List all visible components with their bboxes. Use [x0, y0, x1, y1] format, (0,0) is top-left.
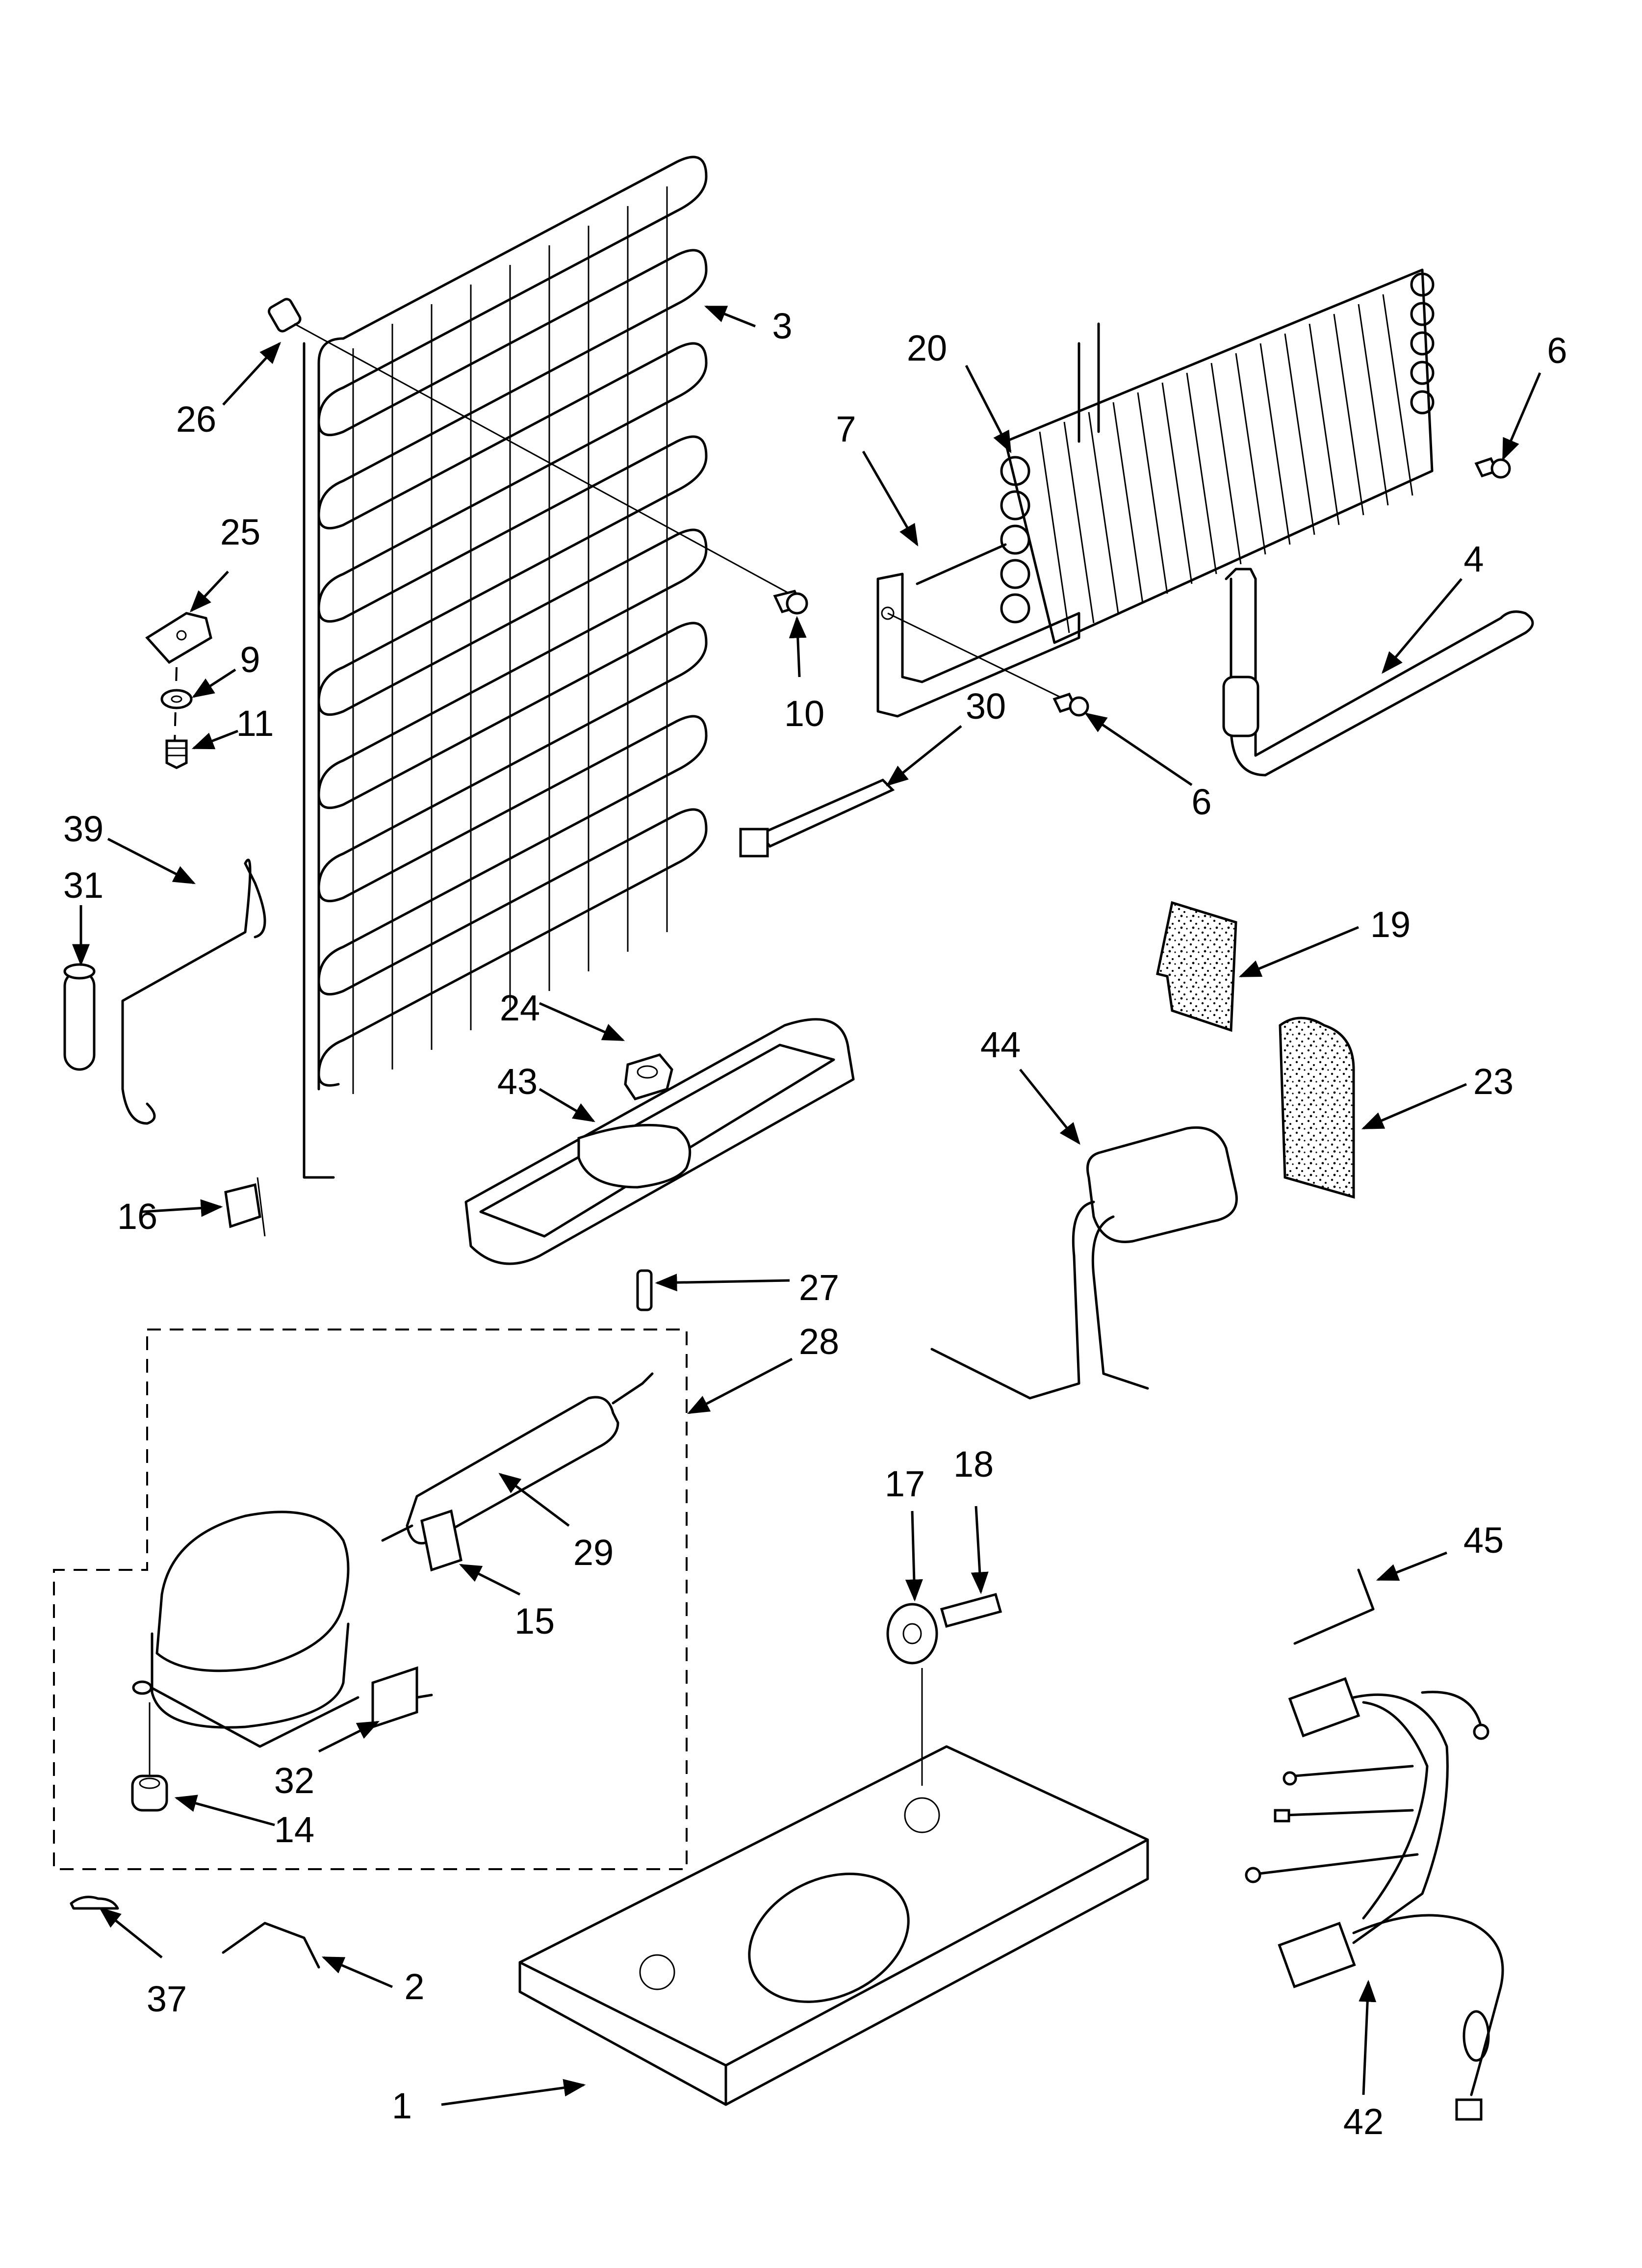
- roller-17: [886, 1603, 938, 1786]
- callout-17: 17: [885, 1463, 925, 1504]
- callout-39: 39: [63, 808, 103, 849]
- callout-7: 7: [836, 409, 856, 449]
- callout-23: 23: [1473, 1061, 1514, 1102]
- leaders: [72, 305, 1541, 2106]
- tube-44: [930, 1126, 1238, 1400]
- pin-27: [636, 1269, 653, 1311]
- callout-25: 25: [220, 512, 260, 552]
- callout-30: 30: [966, 686, 1006, 727]
- callout-19: 19: [1370, 904, 1411, 945]
- callout-24: 24: [500, 988, 540, 1028]
- callout-labels: 1 2 3 4 6 6 7 9 10 11 14 15 16 17 18 19 …: [63, 306, 1567, 2142]
- screw-6-right: [1474, 457, 1511, 479]
- bracket-7: [876, 543, 1080, 718]
- callout-6-lower: 6: [1191, 782, 1211, 822]
- callout-3: 3: [772, 306, 792, 346]
- callout-6-upper: 6: [1547, 330, 1567, 371]
- condenser-coil: [303, 156, 708, 1179]
- screw-10: [773, 590, 808, 615]
- drain-pan-43: [464, 1018, 855, 1265]
- axle-18: [940, 1592, 1002, 1628]
- callout-28: 28: [799, 1321, 839, 1362]
- callout-27: 27: [799, 1267, 839, 1308]
- washer-9: [160, 689, 193, 709]
- screw-6-lower: [887, 612, 1089, 717]
- grommet-26: [268, 298, 790, 595]
- nut-24: [624, 1053, 673, 1100]
- wire-harness-42: [1245, 1677, 1504, 2121]
- callout-20: 20: [907, 328, 947, 368]
- drier-29: [381, 1372, 654, 1545]
- callout-31: 31: [63, 865, 103, 906]
- evaporator-20: [1000, 268, 1435, 644]
- compressor-kit-outline: [53, 1329, 688, 1870]
- tube-31: [63, 963, 96, 1071]
- callout-44: 44: [980, 1024, 1021, 1065]
- callout-9: 9: [240, 639, 260, 680]
- callout-11: 11: [236, 703, 274, 744]
- callout-26: 26: [176, 399, 216, 440]
- relay-15: [420, 1509, 462, 1572]
- capacitor-32: [371, 1666, 433, 1729]
- foam-23: [1279, 1017, 1355, 1199]
- callout-1: 1: [392, 2086, 412, 2126]
- heater-4: [1222, 568, 1534, 777]
- clip-16: [224, 1177, 266, 1237]
- callout-14: 14: [274, 1809, 314, 1850]
- grommet-14: [131, 1702, 168, 1812]
- compressor: [132, 1511, 359, 1748]
- cable-tie-30: [739, 779, 895, 858]
- callout-2: 2: [404, 1966, 424, 2007]
- wire-2: [222, 1922, 320, 1969]
- callout-16: 16: [117, 1196, 157, 1237]
- screw-11: [165, 739, 188, 769]
- callout-45: 45: [1463, 1520, 1504, 1561]
- wire-39: [121, 859, 266, 1125]
- tube-45: [1293, 1568, 1375, 1645]
- callout-42: 42: [1343, 2101, 1384, 2142]
- callout-18: 18: [953, 1444, 994, 1485]
- callout-43: 43: [497, 1061, 538, 1102]
- bracket-25: [145, 612, 212, 766]
- callout-4: 4: [1463, 539, 1484, 579]
- callout-32: 32: [274, 1760, 314, 1801]
- callout-10: 10: [784, 693, 824, 734]
- foam-19: [1156, 901, 1237, 1032]
- clip-37: [70, 1896, 119, 1910]
- callout-37: 37: [147, 1979, 187, 2019]
- base-pan-1: [518, 1745, 1149, 2106]
- callout-29: 29: [573, 1532, 614, 1573]
- callout-15: 15: [514, 1601, 555, 1642]
